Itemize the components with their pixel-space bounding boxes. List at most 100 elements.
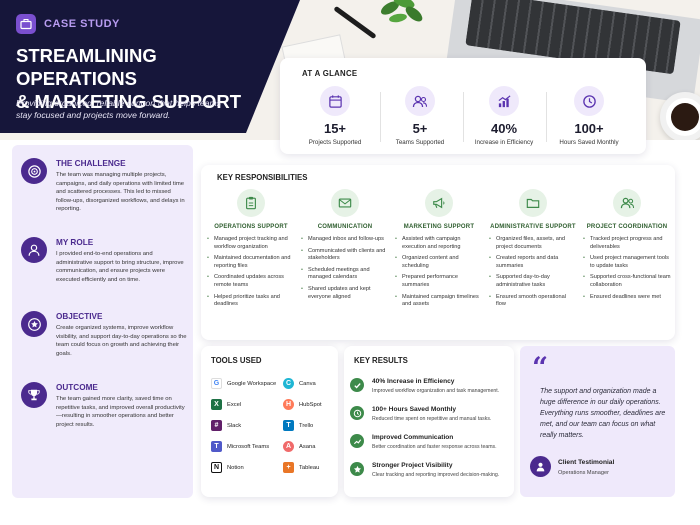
trend-icon: [350, 434, 364, 448]
tool-name: Canva: [299, 380, 316, 387]
clock-icon: [574, 86, 604, 116]
stat-value: 40%: [490, 121, 518, 136]
list-item: Tracked project progress and deliverable…: [583, 236, 671, 251]
communication-column: COMMUNICATION Managed inbox and follow-u…: [301, 189, 389, 305]
teams-logo: T: [211, 441, 222, 452]
responsibilities-heading: KEY RESPONSIBILITIES: [217, 173, 308, 182]
list-item: Managed project tracking and workflow or…: [207, 236, 295, 251]
tools-heading: TOOLS USED: [211, 356, 262, 365]
result-title: Improved Communication: [372, 434, 454, 441]
clipboard-icon: [237, 189, 265, 217]
stat-label: Hours Saved Monthly: [559, 139, 619, 146]
tool-hubspot: H HubSpot: [283, 399, 322, 410]
notion-logo: N: [211, 462, 222, 473]
section-title: OUTCOME: [56, 383, 98, 392]
list-item: Used project management tools to update …: [583, 255, 671, 270]
responsibility-list: Organized files, assets, and project doc…: [489, 236, 577, 309]
tool-name: Google Workspace: [227, 380, 277, 387]
list-item: Coordinated updates across remote teams: [207, 274, 295, 289]
tool-name: Asana: [299, 443, 316, 450]
administrative-support-column: ADMINISTRATIVE SUPPORT Organized files, …: [489, 189, 577, 313]
stat-label: Projects Supported: [308, 139, 362, 146]
list-item: Organized content and scheduling: [395, 255, 483, 270]
section-text: I provided end-to-end operations and adm…: [56, 251, 184, 283]
canva-logo: C: [283, 378, 294, 389]
responsibility-list: Managed project tracking and workflow or…: [207, 236, 295, 309]
list-item: Scheduled meetings and managed calendars: [301, 267, 389, 282]
stat-hours: 100+ Hours Saved Monthly: [546, 86, 632, 146]
stat-value: 15+: [323, 121, 347, 136]
tool-trello: T Trello: [283, 420, 313, 431]
stat-teams: 5+ Teams Supported: [377, 86, 463, 146]
result-description: Reduced time spent on repetitive and man…: [372, 416, 492, 422]
tool-notion: N Notion: [211, 462, 244, 473]
folder-icon: [519, 189, 547, 217]
target-icon: [21, 158, 47, 184]
tool-google-workspace: G Google Workspace: [211, 378, 276, 389]
column-title: ADMINISTRATIVE SUPPORT: [490, 224, 576, 230]
glance-heading: AT A GLANCE: [302, 69, 358, 78]
tool-name: Notion: [227, 464, 244, 471]
column-title: COMMUNICATION: [317, 224, 373, 230]
result-title: 100+ Hours Saved Monthly: [372, 406, 457, 413]
result-description: Clear tracking and reporting improved de…: [372, 472, 500, 478]
header-panel: [0, 0, 300, 133]
page-subtitle: Providing organized, reliable support th…: [16, 98, 221, 120]
tool-name: Excel: [227, 401, 242, 408]
list-item: Prepared performance summaries: [395, 274, 483, 289]
tool-microsoft-teams: T Microsoft Teams: [211, 441, 269, 452]
result-title: Stronger Project Visibility: [372, 462, 453, 469]
list-item: Shared updates and kept everyone aligned: [301, 286, 389, 301]
hubspot-logo: H: [283, 399, 294, 410]
key-responsibilities-card: KEY RESPONSIBILITIES OPERATIONS SUPPORT …: [201, 165, 675, 340]
at-a-glance-card: AT A GLANCE 15+ Projects Supported 5+ Te…: [280, 58, 646, 154]
title-line-2: & MARKETING SUPPORT: [16, 91, 242, 112]
star-icon: [350, 462, 364, 476]
section-title: OBJECTIVE: [56, 312, 103, 321]
section-title: MY ROLE: [56, 238, 94, 247]
tool-name: Slack: [227, 422, 242, 429]
list-item: Supported day-to-day administrative task…: [489, 274, 577, 289]
quote-icon: “: [532, 351, 549, 384]
result-title: 40% Increase in Efficiency: [372, 378, 455, 385]
result-description: Improved workflow organization and task …: [372, 388, 500, 394]
tool-canva: C Canva: [283, 378, 316, 389]
list-item: Supported cross-functional team collabor…: [583, 274, 671, 289]
section-title: THE CHALLENGE: [56, 159, 126, 168]
trello-logo: T: [283, 420, 294, 431]
marketing-support-column: MARKETING SUPPORT Assisted with campaign…: [395, 189, 483, 313]
testimonial-role: Operations Manager: [558, 470, 609, 476]
stat-label: Teams Supported: [395, 139, 445, 146]
stat-value: 100+: [574, 121, 604, 136]
people-icon: [613, 189, 641, 217]
responsibility-list: Tracked project progress and deliverable…: [583, 236, 671, 301]
column-title: OPERATIONS SUPPORT: [214, 224, 288, 230]
list-item: Managed inbox and follow-ups: [301, 236, 389, 244]
tool-name: Tableau: [299, 464, 320, 471]
mail-icon: [331, 189, 359, 217]
divider: [380, 92, 381, 142]
case-study-label: CASE STUDY: [44, 18, 120, 30]
team-icon: [405, 86, 435, 116]
megaphone-icon: [425, 189, 453, 217]
page-title: STREAMLINING OPERATIONS & MARKETING SUPP…: [16, 44, 276, 113]
list-item: Helped prioritize tasks and deadlines: [207, 294, 295, 309]
coffee-cup-photo: [660, 92, 700, 140]
responsibility-list: Managed inbox and follow-ups Communicate…: [301, 236, 389, 301]
list-item: Communicated with clients and stakeholde…: [301, 248, 389, 263]
tool-asana: A Asana: [283, 441, 315, 452]
plant-photo: [380, 0, 423, 23]
list-item: Maintained campaign timelines and assets: [395, 294, 483, 309]
list-item: Ensured smooth operational flow: [489, 294, 577, 309]
testimonial-card: “ The support and organization made a hu…: [520, 346, 675, 497]
list-item: Organized files, assets, and project doc…: [489, 236, 577, 251]
stat-projects: 15+ Projects Supported: [292, 86, 378, 146]
tableau-logo: +: [283, 462, 294, 473]
briefcase-icon: [16, 14, 36, 34]
section-text: The team was managing multiple projects,…: [56, 172, 185, 213]
tool-name: HubSpot: [299, 401, 322, 408]
avatar: [530, 456, 551, 477]
google-logo: G: [211, 378, 222, 389]
testimonial-name: Client Testimonial: [558, 459, 615, 466]
list-item: Assisted with campaign execution and rep…: [395, 236, 483, 251]
